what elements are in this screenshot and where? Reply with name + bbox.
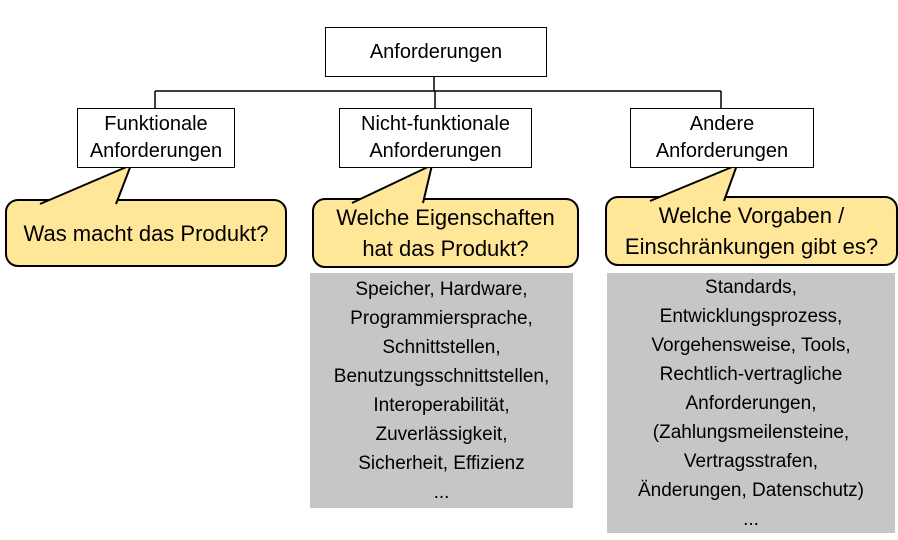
- callout-andere-question: Welche Vorgaben / Einschränkungen gibt e…: [605, 196, 898, 266]
- examples-nicht-funktionale: Speicher, Hardware, Programmiersprache, …: [310, 273, 573, 508]
- node-funktionale-anforderungen: Funktionale Anforderungen: [77, 108, 235, 168]
- node-anforderungen: Anforderungen: [325, 27, 547, 77]
- node-andere-anforderungen: Andere Anforderungen: [630, 108, 814, 168]
- callout-funktionale-question: Was macht das Produkt?: [5, 199, 287, 267]
- tree-connector-lines: [154, 75, 722, 108]
- node-nicht-funktionale-anforderungen: Nicht-funktionale Anforderungen: [339, 108, 532, 168]
- examples-andere: Standards, Entwicklungsprozess, Vorgehen…: [607, 273, 895, 533]
- callout-nicht-funktionale-question: Welche Eigenschaften hat das Produkt?: [312, 198, 579, 268]
